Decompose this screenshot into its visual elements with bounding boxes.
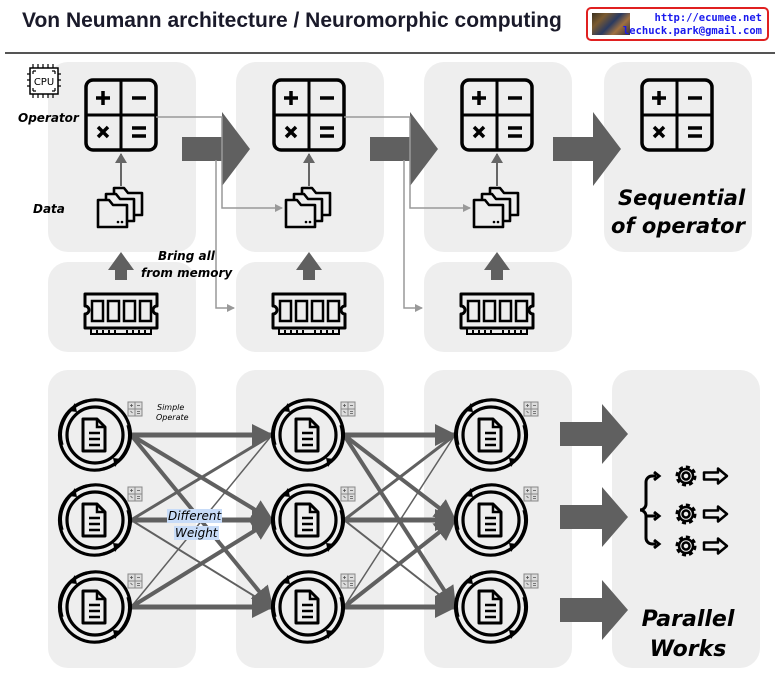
parallel-result-line2: Works xyxy=(649,637,727,662)
parallel-result-line1: Parallel xyxy=(641,607,735,632)
calculator-icon xyxy=(84,78,158,152)
parallel-output-arrow xyxy=(560,580,628,640)
ram-memory-icon xyxy=(83,292,159,336)
folders-icon xyxy=(96,186,144,229)
folders-icon xyxy=(284,186,332,229)
calculator-icon xyxy=(460,78,534,152)
mini-calculator-icon xyxy=(127,486,143,502)
simple-operate-line1: Simple xyxy=(157,403,185,412)
result-to-next-data-line xyxy=(156,116,283,212)
mini-calculator-icon xyxy=(523,573,539,589)
neuron-document-cycle-icon xyxy=(453,398,529,472)
neuron-document-cycle-icon xyxy=(57,398,133,472)
parallel-output-arrow xyxy=(560,487,628,547)
mini-calculator-icon xyxy=(127,573,143,589)
result-to-next-data-line xyxy=(344,116,471,212)
weight-label-line1: Different xyxy=(167,509,223,523)
write-to-memory-line xyxy=(403,160,423,312)
cpu-icon-label: CPU xyxy=(34,77,54,88)
mini-calculator-icon xyxy=(523,486,539,502)
weighted-connection xyxy=(343,434,456,608)
weight-label-line2: Weight xyxy=(174,526,219,540)
weighted-connection xyxy=(130,433,273,522)
weighted-connection xyxy=(343,433,456,522)
memory-to-data-arrow xyxy=(296,252,322,280)
calculator-icon xyxy=(272,78,346,152)
sequential-arrow xyxy=(182,112,250,186)
sequential-result-line2: of operator xyxy=(611,214,745,238)
neuron-nodes xyxy=(57,398,539,644)
neuron-document-cycle-icon xyxy=(270,483,346,557)
neuron-document-cycle-icon xyxy=(270,570,346,644)
simple-operate-line2: Operate xyxy=(156,413,189,422)
calculator-icon xyxy=(640,78,714,152)
parallel-gears-icon xyxy=(639,465,729,557)
write-to-memory-line xyxy=(215,160,235,312)
page-title: Von Neumann architecture / Neuromorphic … xyxy=(22,9,562,32)
cpu-icon: CPU xyxy=(27,64,61,98)
title-divider xyxy=(5,52,775,54)
sequential-arrow xyxy=(370,112,438,186)
sequential-result-line1: Sequential xyxy=(618,186,746,210)
author-url[interactable]: http://ecumee.net xyxy=(654,12,762,24)
memory-to-data-arrow xyxy=(108,252,134,280)
author-email[interactable]: lechuck.park@gmail.com xyxy=(622,25,762,37)
weighted-connection xyxy=(342,518,457,609)
neuron-document-cycle-icon xyxy=(57,483,133,557)
operator-label: Operator xyxy=(18,111,79,125)
mini-calculator-icon xyxy=(127,401,143,417)
author-photo-icon xyxy=(592,13,630,35)
weighted-connection xyxy=(129,518,274,609)
folders-icon xyxy=(472,186,520,229)
memory-label-line1: Bring all xyxy=(158,249,215,263)
mini-calculator-icon xyxy=(340,401,356,417)
mini-calculator-icon xyxy=(340,573,356,589)
neuron-document-cycle-icon xyxy=(57,570,133,644)
data-label: Data xyxy=(33,202,65,216)
sequential-arrow xyxy=(553,112,621,186)
neuron-document-cycle-icon xyxy=(453,570,529,644)
neuron-document-cycle-icon xyxy=(270,398,346,472)
memory-to-data-arrow xyxy=(484,252,510,280)
memory-label-line2: from memory xyxy=(141,266,233,280)
ram-memory-icon xyxy=(459,292,535,336)
author-badge: http://ecumee.net lechuck.park@gmail.com xyxy=(586,7,769,41)
neuron-document-cycle-icon xyxy=(453,483,529,557)
parallel-output-arrow xyxy=(560,404,628,464)
mini-calculator-icon xyxy=(340,486,356,502)
ram-memory-icon xyxy=(271,292,347,336)
mini-calculator-icon xyxy=(523,401,539,417)
nm-result-panel xyxy=(612,370,760,668)
